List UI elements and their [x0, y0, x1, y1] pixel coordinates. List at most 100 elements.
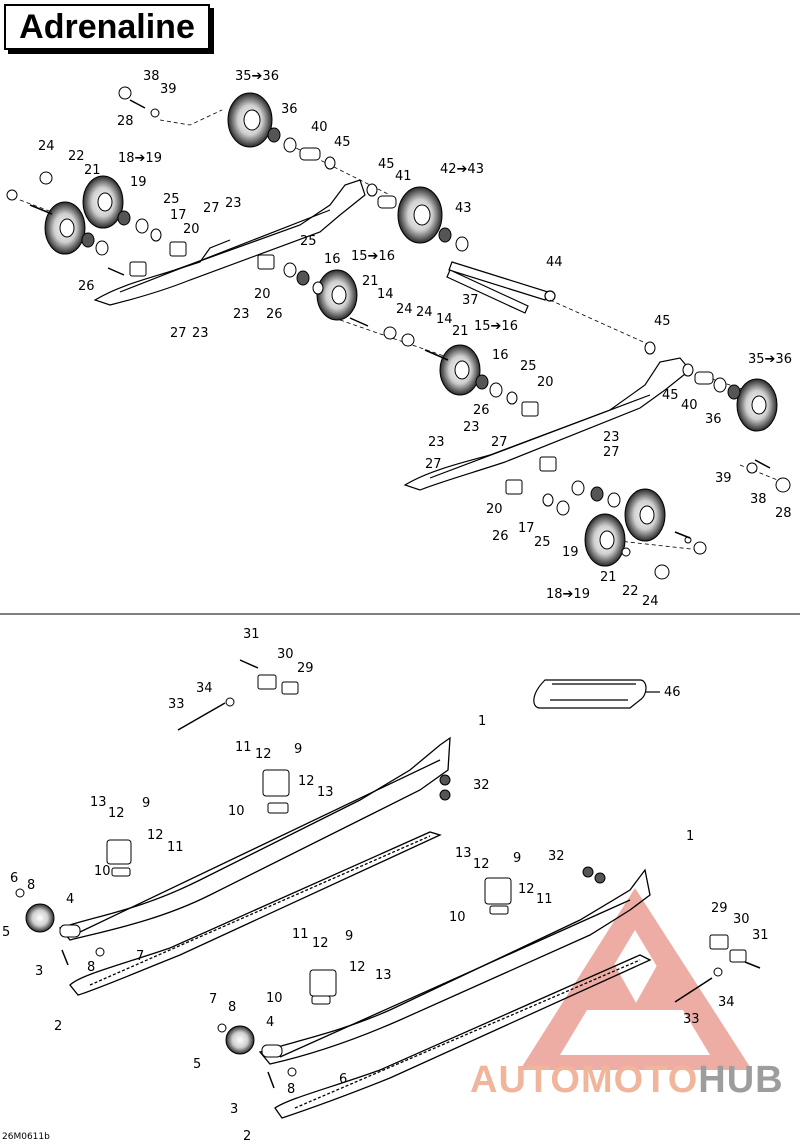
- wheel-15-16-right: [439, 344, 481, 396]
- callout-label: 43: [455, 201, 472, 216]
- callout-label: 28: [117, 114, 134, 129]
- wheel-42-43: [397, 186, 443, 244]
- suspension-frame-right: [403, 357, 691, 491]
- callout-label: 3: [230, 1102, 238, 1117]
- callout-label: 31: [752, 928, 769, 943]
- callout-label: 16: [324, 252, 341, 267]
- callout-label: 9: [513, 851, 521, 866]
- callout-label: 11: [235, 740, 252, 755]
- callout-label: 29: [711, 901, 728, 916]
- callout-label: 27: [491, 435, 508, 450]
- callout-label: 4: [66, 892, 74, 907]
- callout-label: 2: [54, 1019, 62, 1034]
- wheel-19-left: [44, 201, 86, 255]
- callout-label: 8: [287, 1082, 295, 1097]
- callout-label: 20: [537, 375, 554, 390]
- callout-label: 23: [192, 326, 209, 341]
- callout-label: 12: [255, 747, 272, 762]
- callout-label: 13: [375, 968, 392, 983]
- callout-label: 38: [750, 492, 767, 507]
- wheel-35-36-top: [227, 92, 273, 148]
- callout-label: 6: [339, 1072, 347, 1087]
- callout-label: 1: [478, 714, 486, 729]
- callout-label: 33: [168, 697, 185, 712]
- figure-code: 26M0611b: [2, 1132, 50, 1142]
- callout-label: 26: [473, 403, 490, 418]
- callout-label: 23: [603, 430, 620, 445]
- callout-label: 21: [600, 570, 617, 585]
- callout-label: 38: [143, 69, 160, 84]
- callout-label: 19: [130, 175, 147, 190]
- rail-slide-left: [69, 831, 442, 996]
- callout-label: 7: [209, 992, 217, 1007]
- shaft-37: [446, 269, 529, 314]
- callout-label: 23: [463, 420, 480, 435]
- rail-frame-left: [58, 736, 451, 941]
- callout-label: 25: [534, 535, 551, 550]
- title-box: Adrenaline: [4, 4, 210, 50]
- callout-label: 9: [294, 742, 302, 757]
- callout-label: 36: [281, 102, 298, 117]
- watermark-part-1: AUTOMOTO: [470, 1058, 699, 1101]
- callout-label: 25: [520, 359, 537, 374]
- callout-label: 9: [142, 796, 150, 811]
- bolts-lower: [61, 659, 761, 1089]
- callout-label: 12: [108, 806, 125, 821]
- callout-label: 20: [254, 287, 271, 302]
- callout-label: 27: [203, 201, 220, 216]
- callout-label: 39: [715, 471, 732, 486]
- callout-label: 23: [428, 435, 445, 450]
- callout-label: 6: [10, 871, 18, 886]
- callout-label: 17: [170, 208, 187, 223]
- callout-label: 34: [196, 681, 213, 696]
- callout-label: 26: [266, 307, 283, 322]
- callout-label: 29: [297, 661, 314, 676]
- wheel-15-16-mid: [316, 269, 358, 321]
- wheel-18-19-left: [82, 175, 124, 229]
- small-parts-upper: [6, 86, 791, 580]
- callout-label: 12: [349, 960, 366, 975]
- callout-label: 42➔43: [440, 162, 484, 177]
- callout-label: 20: [183, 222, 200, 237]
- callout-label: 30: [733, 912, 750, 927]
- wheel-19-right: [624, 488, 666, 542]
- callout-label: 10: [449, 910, 466, 925]
- callout-label: 35➔36: [748, 352, 792, 367]
- callout-label: 35➔36: [235, 69, 279, 84]
- callout-label: 13: [90, 795, 107, 810]
- callout-label: 15➔16: [474, 319, 518, 334]
- callout-label: 20: [486, 502, 503, 517]
- callout-label: 17: [518, 521, 535, 536]
- callout-label: 28: [775, 506, 792, 521]
- watermark-logo: [520, 888, 752, 1070]
- callout-label: 19: [562, 545, 579, 560]
- wheel-18-19-right: [584, 513, 626, 567]
- callout-label: 11: [292, 927, 309, 942]
- callout-label: 24: [38, 139, 55, 154]
- callout-label: 11: [536, 892, 553, 907]
- callout-label: 21: [452, 324, 469, 339]
- rail-frame-right: [258, 868, 651, 1065]
- callout-label: 10: [266, 991, 283, 1006]
- callout-label: 1: [686, 829, 694, 844]
- callout-label: 5: [193, 1057, 201, 1072]
- callout-label: 22: [68, 149, 85, 164]
- callout-label: 45: [334, 135, 351, 150]
- callout-label: 32: [473, 778, 490, 793]
- callout-label: 40: [681, 398, 698, 413]
- callout-label: 9: [345, 929, 353, 944]
- callout-label: 10: [94, 864, 111, 879]
- watermark-part-2: HUB: [698, 1058, 784, 1101]
- badge-46: [533, 679, 660, 709]
- callout-label: 18➔19: [118, 151, 162, 166]
- callout-label: 25: [163, 192, 180, 207]
- callout-label: 33: [683, 1012, 700, 1027]
- callout-label: 32: [548, 849, 565, 864]
- callout-label: 12: [298, 774, 315, 789]
- callout-label: 46: [664, 685, 681, 700]
- callout-label: 5: [2, 925, 10, 940]
- callout-label: 18➔19: [546, 587, 590, 602]
- callout-label: 31: [243, 627, 260, 642]
- callout-label: 22: [622, 584, 639, 599]
- diagram-title: Adrenaline: [19, 7, 195, 46]
